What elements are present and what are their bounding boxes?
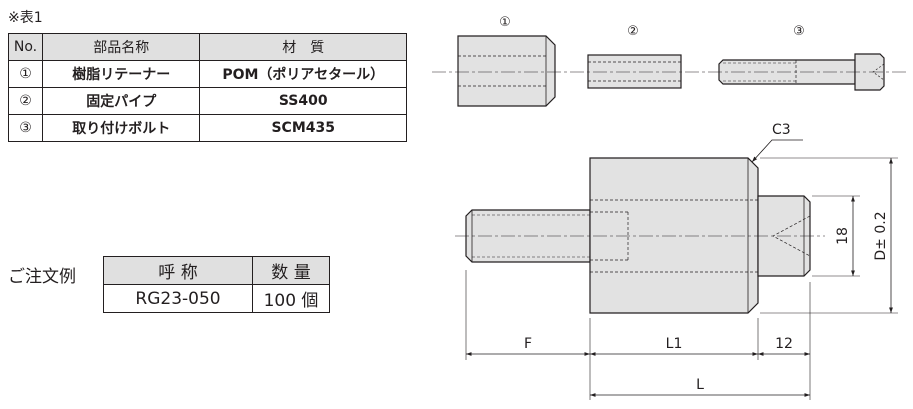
table-row: ① 樹脂リテーナー POM（ポリアセタール） xyxy=(8,60,407,88)
part-retainer xyxy=(457,35,556,107)
header-quantity: 数 量 xyxy=(252,256,330,285)
chamfer-label: C3 xyxy=(772,122,791,138)
part-label-2: ② xyxy=(627,24,639,39)
row-material: POM（ポリアセタール） xyxy=(199,60,407,88)
row-material: SCM435 xyxy=(199,114,407,142)
order-example-table: 呼 称 数 量 RG23‑050 100 個 xyxy=(103,256,330,313)
dimension-l1-label: L1 xyxy=(666,336,683,352)
parts-table: No. 部品名称 材 質 ① 樹脂リテーナー POM（ポリアセタール） ② 固定… xyxy=(8,33,407,142)
order-example-label: ご注文例 xyxy=(8,267,76,287)
dimension-12-label: 12 xyxy=(775,336,793,352)
order-table-header: 呼 称 数 量 xyxy=(103,256,330,285)
order-quantity: 100 個 xyxy=(252,284,330,313)
assembly-drawing xyxy=(455,157,825,314)
header-designation: 呼 称 xyxy=(103,256,253,285)
part-label-3: ③ xyxy=(793,24,805,39)
dimension-18-label: 18 xyxy=(835,227,851,245)
header-material: 材 質 xyxy=(199,33,407,61)
row-no: ③ xyxy=(8,114,43,142)
part-pipe xyxy=(587,54,682,89)
order-designation: RG23‑050 xyxy=(103,284,253,313)
dimension-l-label: L xyxy=(696,377,704,393)
dimension-d-label: D± 0.2 xyxy=(873,211,889,260)
row-part-name: 固定パイプ xyxy=(41,87,201,115)
table-row: ② 固定パイプ SS400 xyxy=(8,87,407,115)
table-row: ③ 取り付けボルト SCM435 xyxy=(8,114,407,142)
dimension-f-label: F xyxy=(524,336,532,352)
row-part-name: 樹脂リテーナー xyxy=(41,60,201,88)
table-caption: ※表1 xyxy=(8,10,43,26)
header-part-name: 部品名称 xyxy=(41,33,201,61)
chamfer-leader xyxy=(751,139,803,163)
row-part-name: 取り付けボルト xyxy=(41,114,201,142)
table-row: RG23‑050 100 個 xyxy=(103,284,330,313)
parts-table-header: No. 部品名称 材 質 xyxy=(8,33,407,61)
part-label-1: ① xyxy=(499,15,511,30)
